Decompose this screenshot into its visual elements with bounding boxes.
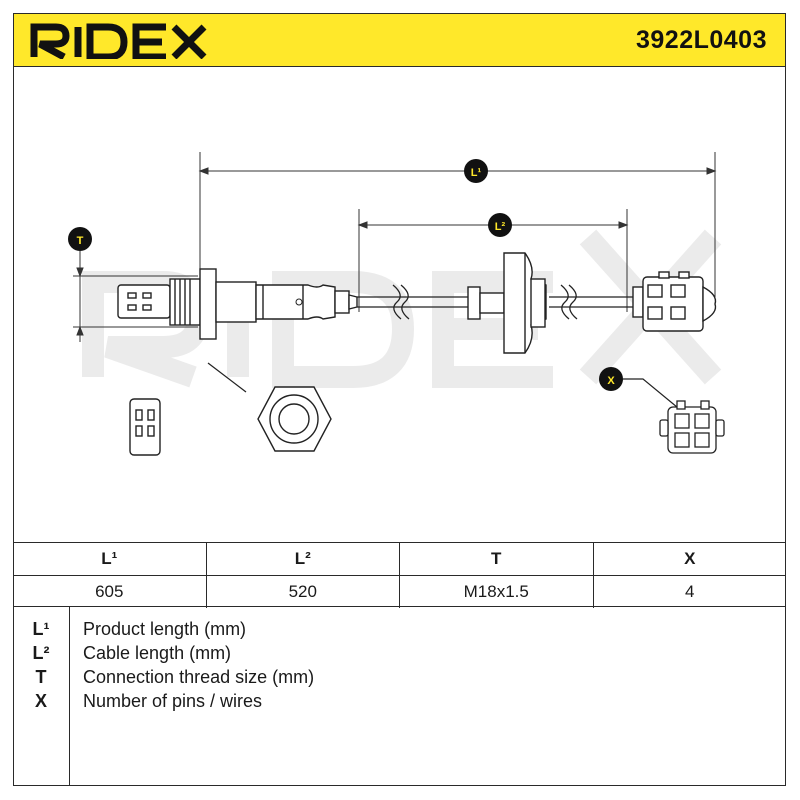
legend-key: X: [34, 691, 47, 711]
spec-table: L¹ L² T X 605 520 M18x1.5 4: [13, 542, 786, 608]
spec-header-l2: L²: [205, 543, 400, 575]
plug-end-view: [129, 398, 161, 456]
legend-row-l2: L² Cable length (mm): [13, 643, 713, 667]
spec-header-t: T: [399, 543, 593, 575]
t-marker: [68, 227, 92, 251]
hex-nut-view: [257, 386, 332, 452]
legend: L¹ Product length (mm) L² Cable length (…: [13, 607, 786, 786]
ridex-logo: [30, 23, 207, 59]
legend-key: L²: [32, 643, 50, 663]
spec-header-l1: L¹: [101, 549, 118, 568]
l2-marker-label: L²: [495, 221, 506, 233]
sensor-diagram: L¹ L² T: [68, 152, 725, 456]
spec-value-t: M18x1.5: [399, 576, 593, 608]
t-dimension: [73, 251, 198, 342]
spec-value-row: 605 520 M18x1.5 4: [13, 575, 786, 608]
legend-text: Number of pins / wires: [83, 691, 263, 711]
legend-row-l1: L¹ Product length (mm): [13, 619, 713, 643]
legend-text: Product length (mm): [83, 619, 247, 639]
l1-marker: [464, 159, 488, 183]
spec-header-row: L¹ L² T X: [13, 543, 786, 575]
x-marker: [599, 367, 623, 391]
legend-divider: [69, 607, 71, 786]
legend-text: Cable length (mm): [83, 643, 232, 663]
cable-grommet: [467, 252, 547, 354]
legend-row-t: T Connection thread size (mm): [13, 667, 713, 691]
spec-value-x: 4: [592, 576, 787, 608]
legend-key: L¹: [32, 619, 50, 639]
t-marker-label: T: [77, 235, 84, 247]
connector-face-view: [659, 400, 725, 454]
sensor-body: [117, 268, 358, 340]
x-leader-line: [623, 378, 684, 413]
spec-value-l1: 605: [95, 582, 124, 601]
l1-marker-label: L¹: [471, 167, 482, 179]
spec-value-l2: 520: [205, 576, 400, 608]
l1-dimension: [198, 152, 717, 297]
legend-row-x: X Number of pins / wires: [13, 691, 713, 715]
sensor-connector: [632, 271, 717, 332]
l2-marker: [488, 213, 512, 237]
spec-header-x: X: [592, 543, 787, 575]
part-number: 3922L0403: [635, 26, 767, 54]
header-bar: 3922L0403: [13, 13, 786, 67]
legend-key: T: [35, 667, 47, 687]
x-marker-label: X: [607, 375, 615, 387]
hex-leader-line: [207, 362, 247, 393]
legend-text: Connection thread size (mm): [83, 667, 315, 687]
